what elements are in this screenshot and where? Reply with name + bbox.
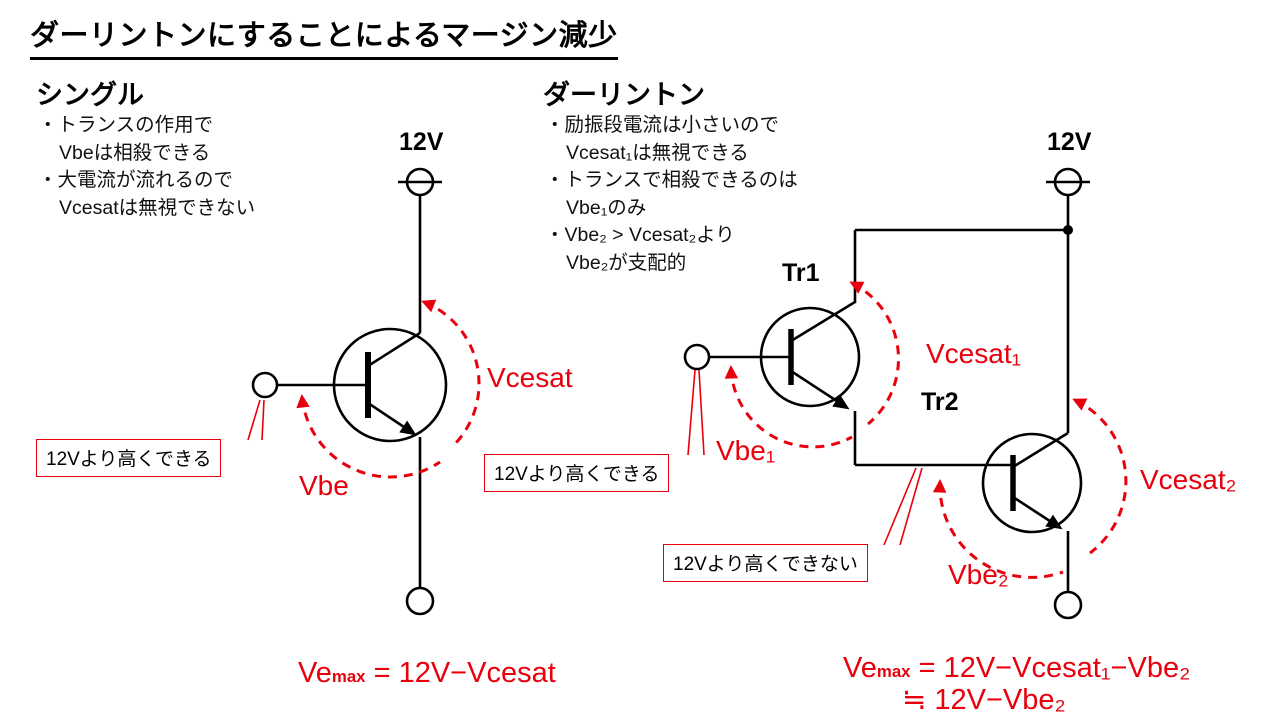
bullet-line: ・トランスの作用で <box>38 114 214 136</box>
darlington-circuit <box>683 167 1090 620</box>
formula-rest: = 12V−Vcesat <box>365 657 556 689</box>
single-callout-box: 12Vより高くできる <box>36 439 222 477</box>
single-circuit <box>251 167 448 616</box>
vbe2-label: Vbe₂ <box>948 559 1009 590</box>
callout-pointer <box>899 467 923 546</box>
darlington-heading: ダーリントン <box>543 80 705 110</box>
bullet-line: Vcesatは無視できない <box>59 196 256 219</box>
vbe1-label: Vbe₁ <box>716 435 776 466</box>
tr2-label: Tr2 <box>921 388 959 416</box>
vcesat2-arc-icon <box>1072 398 1128 555</box>
formula-base: Ve <box>298 657 332 689</box>
bullet-line: Vbe₂が支配的 <box>566 251 687 274</box>
bullet-line: ・トランスで相殺できるのは <box>545 169 798 191</box>
tr1-label: Tr1 <box>782 259 820 287</box>
tr2-transistor-icon <box>981 432 1083 534</box>
darlington-formula-line2: ≒ 12V−Vbe₂ <box>902 684 1066 716</box>
callout-pointer <box>247 399 261 441</box>
vcesat2-label: Vcesat₂ <box>1140 464 1237 495</box>
darlington-bullet-list: ・励振段電流は小さいので Vcesat₁は無視できる ・トランスで相殺できるのは… <box>545 112 798 277</box>
single-heading: シングル <box>36 80 144 110</box>
callout-pointer <box>698 369 705 456</box>
bullet-line: Vbe₁のみ <box>566 196 647 219</box>
single-supply-label: 12V <box>399 128 444 156</box>
single-vcesat-label: Vcesat <box>487 362 573 393</box>
vcesat1-label: Vcesat₁ <box>926 338 1022 369</box>
page-title: ダーリントンにすることによるマージン減少 <box>30 12 618 60</box>
vbe2-arc-icon <box>932 479 1064 579</box>
callout-pointer <box>261 399 265 441</box>
darlington-input-terminal-icon <box>683 343 711 371</box>
darlington-callout-can-box: 12Vより高くできる <box>484 454 670 492</box>
single-output-terminal-icon <box>405 586 435 616</box>
vbe1-arc-icon <box>724 365 853 449</box>
single-formula: Vemax = 12V−Vcesat <box>298 658 556 688</box>
bullet-line: ・大電流が流れるので <box>38 169 234 191</box>
bullet-line: ・Vbe₂ > Vcesat₂より <box>545 224 735 246</box>
formula-subscript: max <box>876 662 911 681</box>
bullet-line: Vbeは相殺できる <box>59 141 211 164</box>
single-annotations <box>247 299 481 479</box>
formula-subscript: max <box>331 667 366 686</box>
single-input-terminal-icon <box>251 371 279 399</box>
callout-pointer <box>883 467 917 546</box>
darlington-callout-cannot-box: 12Vより高くできない <box>663 544 868 582</box>
callout-pointer <box>687 369 696 456</box>
bullet-line: ・励振段電流は小さいので <box>545 114 780 136</box>
formula-base: Ve <box>843 652 877 684</box>
darlington-annotations <box>687 281 1128 579</box>
single-vbe-label: Vbe <box>299 470 349 501</box>
darlington-supply-label: 12V <box>1047 128 1092 156</box>
bullet-line: Vcesat₁は無視できる <box>566 141 749 164</box>
single-bullet-list: ・トランスの作用で Vbeは相殺できる ・大電流が流れるので Vcesatは無視… <box>38 112 255 222</box>
vcesat-arc-icon <box>421 299 481 449</box>
vcesat1-arc-icon <box>849 281 900 426</box>
darlington-formula-line1: Vemax = 12V−Vcesat₁−Vbe₂ <box>843 653 1190 683</box>
formula-rest: = 12V−Vcesat₁−Vbe₂ <box>910 652 1191 684</box>
darlington-output-terminal-icon <box>1053 590 1083 620</box>
